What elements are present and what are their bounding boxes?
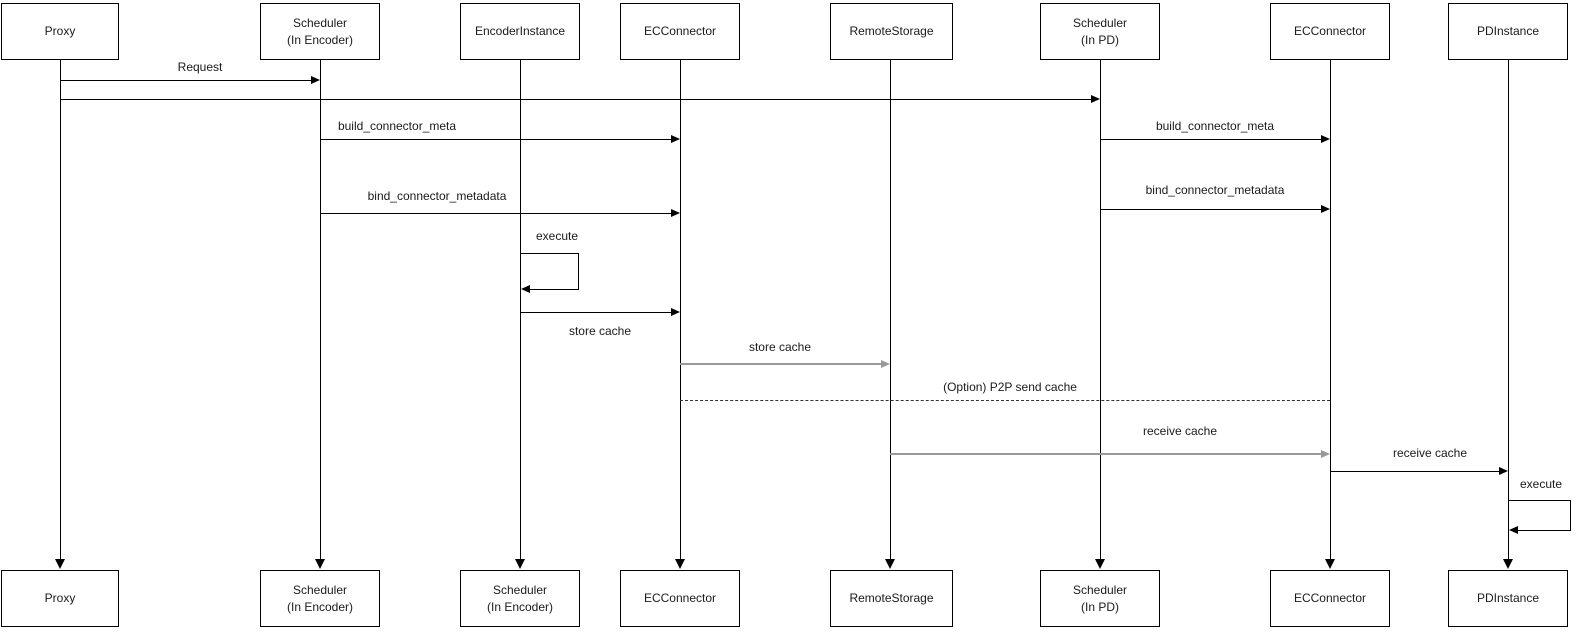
actor-label-line: (In Encoder) — [486, 599, 554, 614]
actor-bottom-box-scheduler-pd: Scheduler (In PD) — [1040, 570, 1160, 627]
actor-top-box-remote-storage: RemoteStorage — [830, 3, 953, 60]
actor-bottom-box-ec-connector-encoder: ECConnector — [620, 570, 740, 627]
lifeline-end-arrowhead-icon — [55, 559, 65, 569]
lifeline-scheduler-encoder — [320, 59, 321, 559]
actor-label-line: PDInstance — [1476, 591, 1540, 606]
message-arrowhead-icon — [1321, 450, 1330, 458]
message-label: execute — [1519, 477, 1563, 491]
self-loop-arrowhead-icon — [1509, 526, 1518, 534]
message-arrowhead-icon — [1499, 467, 1508, 475]
message-arrowhead-icon — [1091, 95, 1100, 103]
message-line — [1100, 209, 1323, 210]
actor-bottom-box-scheduler-encoder: Scheduler (In Encoder) — [260, 570, 380, 627]
lifeline-scheduler-pd — [1100, 59, 1101, 559]
lifeline-remote-storage — [890, 59, 891, 559]
message-line — [60, 99, 1093, 100]
message-label: build_connector_meta — [1155, 119, 1275, 133]
actor-label-line: ECConnector — [1293, 24, 1367, 39]
actor-top-box-ec-connector-encoder: ECConnector — [620, 3, 740, 60]
lifeline-end-arrowhead-icon — [1503, 559, 1513, 569]
message-label: bind_connector_metadata — [367, 189, 507, 203]
lifeline-ec-connector-pd — [1330, 59, 1331, 559]
lifeline-proxy — [60, 59, 61, 559]
message-line — [1100, 139, 1323, 140]
self-loop-right — [578, 253, 579, 289]
message-label: bind_connector_metadata — [1145, 183, 1285, 197]
message-arrowhead-icon — [671, 308, 680, 316]
message-label: execute — [535, 229, 579, 243]
actor-top-box-scheduler-encoder: Scheduler (In Encoder) — [260, 3, 380, 60]
actor-label-line: Scheduler — [292, 15, 348, 30]
actor-label-line: PDInstance — [1476, 24, 1540, 39]
actor-label-line: (In Encoder) — [286, 32, 354, 47]
lifeline-end-arrowhead-icon — [1325, 559, 1335, 569]
actor-top-box-scheduler-pd: Scheduler (In PD) — [1040, 3, 1160, 60]
actor-label-line: Scheduler — [1072, 15, 1128, 30]
message-label: receive cache — [1392, 446, 1468, 460]
message-line-dashed — [680, 400, 1330, 401]
lifeline-end-arrowhead-icon — [315, 559, 325, 569]
message-line — [520, 312, 673, 313]
message-line — [890, 453, 1323, 455]
actor-label-line: RemoteStorage — [849, 24, 934, 39]
lifeline-end-arrowhead-icon — [885, 559, 895, 569]
message-label: build_connector_meta — [337, 119, 457, 133]
actor-bottom-box-remote-storage: RemoteStorage — [830, 570, 953, 627]
self-loop-top — [520, 253, 578, 254]
actor-top-box-proxy: Proxy — [1, 3, 119, 60]
actor-label-line: Scheduler — [492, 582, 548, 597]
self-loop-bottom — [1517, 530, 1571, 531]
actor-bottom-box-encoder-instance: Scheduler (In Encoder) — [460, 570, 580, 627]
lifeline-end-arrowhead-icon — [1095, 559, 1105, 569]
lifeline-ec-connector-encoder — [680, 59, 681, 559]
actor-top-box-encoder-instance: EncoderInstance — [460, 3, 580, 60]
lifeline-encoder-instance — [520, 59, 521, 559]
message-arrowhead-icon — [881, 360, 890, 368]
message-line — [1330, 471, 1501, 472]
lifeline-pd-instance — [1508, 59, 1509, 559]
actor-label-line: Scheduler — [292, 582, 348, 597]
lifeline-end-arrowhead-icon — [675, 559, 685, 569]
message-line — [680, 363, 883, 365]
actor-label-line: (In Encoder) — [286, 599, 354, 614]
message-arrowhead-icon — [671, 209, 680, 217]
self-loop-top — [1508, 500, 1570, 501]
actor-label-line: Scheduler — [1072, 582, 1128, 597]
actor-bottom-box-proxy: Proxy — [1, 570, 119, 627]
actor-bottom-box-ec-connector-pd: ECConnector — [1270, 570, 1390, 627]
actor-label-line: RemoteStorage — [849, 591, 934, 606]
self-loop-bottom — [529, 289, 579, 290]
message-label: store cache — [748, 340, 812, 354]
actor-label-line: ECConnector — [643, 24, 717, 39]
message-line — [60, 80, 313, 81]
message-arrowhead-icon — [671, 135, 680, 143]
actor-label-line: ECConnector — [643, 591, 717, 606]
actor-label-line: ECConnector — [1293, 591, 1367, 606]
actor-label-line: Proxy — [44, 591, 76, 606]
message-label: (Option) P2P send cache — [943, 380, 1077, 394]
actor-label-line: (In PD) — [1080, 599, 1119, 614]
message-arrowhead-icon — [311, 76, 320, 84]
actor-top-box-ec-connector-pd: ECConnector — [1270, 3, 1390, 60]
actor-bottom-box-pd-instance: PDInstance — [1448, 570, 1568, 627]
actor-label-line: Proxy — [44, 24, 76, 39]
actor-top-box-pd-instance: PDInstance — [1448, 3, 1568, 60]
message-line — [320, 213, 673, 214]
actor-label-line: (In PD) — [1080, 32, 1119, 47]
message-line — [320, 139, 673, 140]
message-arrowhead-icon — [1321, 205, 1330, 213]
message-label: store cache — [568, 324, 632, 338]
lifeline-end-arrowhead-icon — [515, 559, 525, 569]
self-loop-right — [1570, 500, 1571, 530]
self-loop-arrowhead-icon — [521, 285, 530, 293]
message-label: Request — [177, 60, 223, 74]
message-arrowhead-icon — [1321, 135, 1330, 143]
message-label: receive cache — [1142, 424, 1218, 438]
actor-label-line: EncoderInstance — [474, 24, 566, 39]
